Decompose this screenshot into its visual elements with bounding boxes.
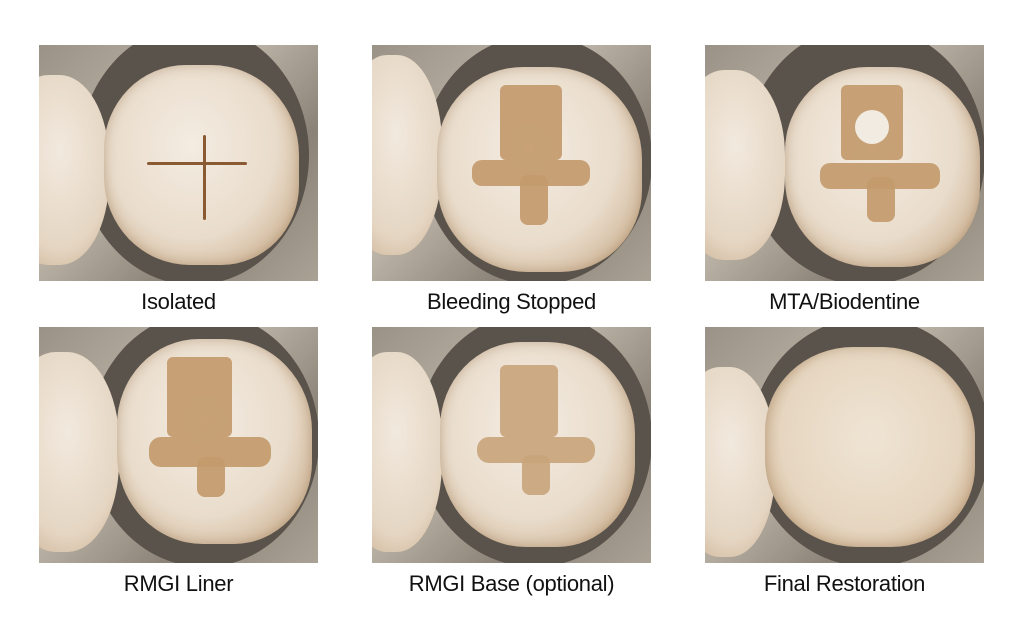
- caption-rmgi-liner: RMGI Liner: [123, 571, 234, 596]
- caption-final-restoration: Final Restoration: [763, 571, 926, 596]
- photo-bleeding-stopped: [372, 45, 651, 281]
- photo-rmgi-liner: [39, 327, 318, 563]
- photo-rmgi-base: [372, 327, 651, 563]
- caption-rmgi-base: RMGI Base (optional): [408, 571, 615, 596]
- photo-mta-biodentine: [705, 45, 984, 281]
- caption-bleeding-stopped: Bleeding Stopped: [427, 289, 596, 314]
- caption-isolated: Isolated: [141, 289, 216, 314]
- photo-final-restoration: [705, 327, 984, 563]
- photo-isolated: [39, 45, 318, 281]
- caption-mta-biodentine: MTA/Biodentine: [769, 289, 920, 314]
